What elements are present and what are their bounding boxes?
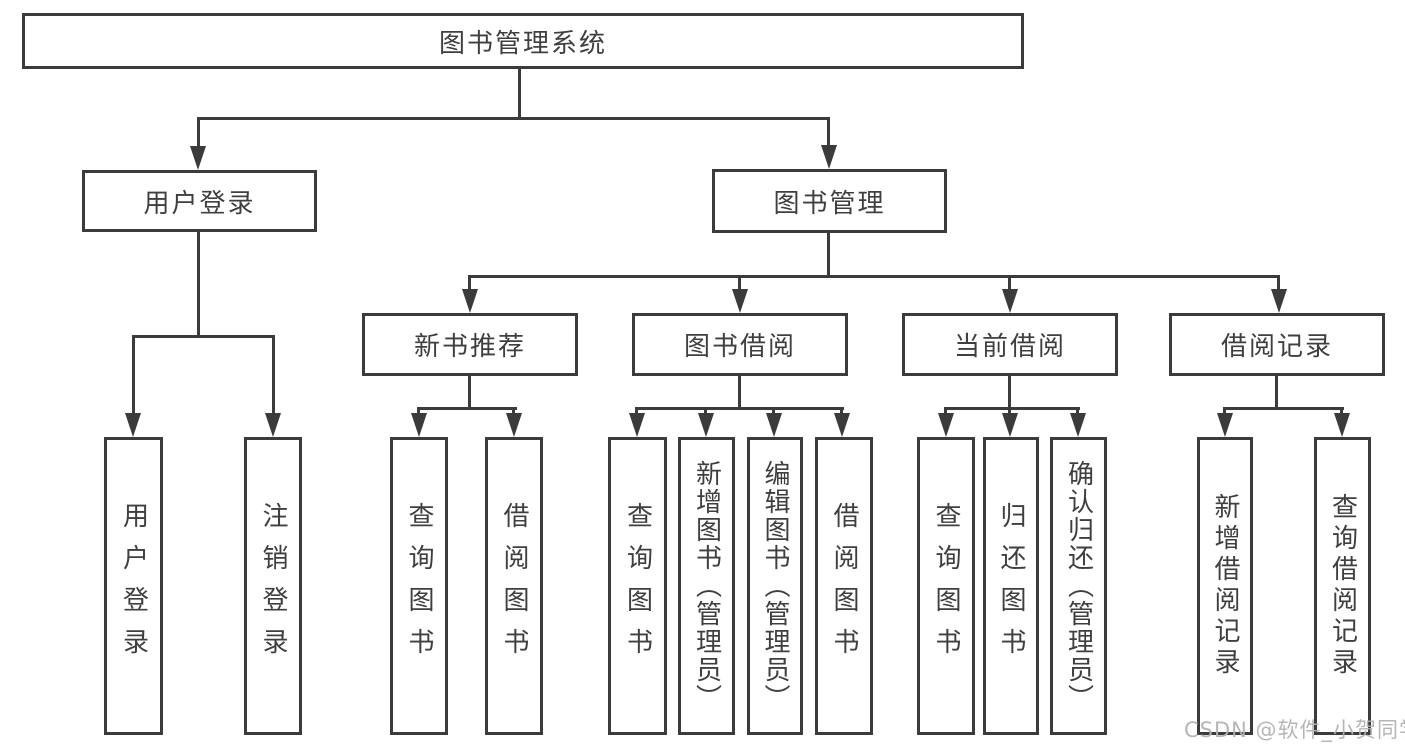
leaf-borrow-books-1: 借阅图书	[485, 437, 543, 735]
leaf-label: 注销登录	[258, 502, 288, 670]
connector-line	[518, 69, 521, 119]
connector-line	[272, 335, 275, 416]
connector-line	[197, 232, 200, 337]
connector-line	[1008, 275, 1011, 295]
leaf-label: 用户登录	[118, 502, 149, 670]
arrow-down-icon	[698, 413, 714, 437]
leaf-label: 查询图书	[404, 502, 434, 670]
connector-line	[1277, 275, 1280, 295]
node-user-login: 用户登录	[82, 170, 317, 232]
arrow-down-icon	[1070, 413, 1086, 437]
node-label: 图书借阅	[683, 332, 796, 362]
connector-line	[827, 233, 830, 277]
arrow-down-icon	[462, 289, 478, 313]
arrow-down-icon	[506, 413, 522, 437]
arrow-down-icon	[1334, 413, 1350, 437]
connector-line	[840, 407, 843, 416]
leaf-label: 查询图书	[931, 502, 961, 670]
leaf-user-login: 用户登录	[104, 437, 163, 735]
arrow-down-icon	[834, 413, 850, 437]
leaf-edit-books-admin: 编辑图书（管理员）	[747, 437, 803, 735]
leaf-label: 确认归还（管理员）	[1063, 460, 1094, 712]
connector-line	[944, 407, 1080, 410]
connector-line	[1340, 407, 1343, 416]
leaf-add-borrow-record: 新增借阅记录	[1197, 437, 1253, 735]
connector-line	[738, 275, 741, 295]
leaf-query-books-3: 查询图书	[917, 437, 975, 735]
connector-line	[132, 335, 135, 416]
leaf-return-books: 归还图书	[983, 437, 1039, 735]
arrow-down-icon	[1271, 289, 1287, 313]
arrow-down-icon	[411, 413, 427, 437]
arrow-down-icon	[1002, 289, 1018, 313]
arrow-down-icon	[1217, 413, 1233, 437]
connector-line	[1275, 376, 1278, 409]
connector-line	[635, 407, 638, 416]
connector-line	[827, 117, 830, 149]
connector-line	[944, 407, 947, 416]
leaf-query-borrow-record: 查询借阅记录	[1314, 437, 1371, 735]
arrow-down-icon	[629, 413, 645, 437]
node-label: 用户登录	[143, 188, 256, 219]
leaf-label: 查询借阅记录	[1327, 493, 1358, 679]
leaf-label: 编辑图书（管理员）	[760, 460, 790, 712]
node-book-management: 图书管理	[712, 169, 947, 233]
connector-line	[772, 407, 775, 416]
connector-line	[197, 117, 200, 150]
connector-line	[417, 407, 517, 410]
leaf-logout: 注销登录	[244, 437, 302, 735]
arrow-down-icon	[265, 413, 281, 437]
node-borrow-records: 借阅记录	[1169, 313, 1385, 376]
node-label: 借阅记录	[1220, 332, 1333, 362]
arrow-down-icon	[732, 289, 748, 313]
connector-line	[704, 407, 707, 416]
connector-line	[1008, 407, 1011, 416]
connector-line	[1223, 407, 1344, 410]
connector-line	[512, 407, 515, 416]
connector-line	[1008, 376, 1011, 409]
node-current-borrow: 当前借阅	[902, 313, 1118, 376]
node-label: 图书管理	[773, 188, 886, 219]
node-label: 当前借阅	[953, 332, 1066, 362]
node-new-book-recommend: 新书推荐	[362, 313, 578, 376]
arrow-down-icon	[938, 413, 954, 437]
connector-line	[1223, 407, 1226, 416]
connector-line	[635, 407, 844, 410]
arrow-down-icon	[125, 413, 141, 437]
node-library-management-system: 图书管理系统	[22, 13, 1024, 69]
connector-line	[1076, 407, 1079, 416]
node-label: 新书推荐	[413, 332, 526, 362]
leaf-label: 借阅图书	[499, 502, 529, 670]
node-label: 图书管理系统	[438, 28, 607, 59]
connector-line	[132, 335, 275, 338]
connector-line	[417, 407, 420, 416]
leaf-label: 借阅图书	[829, 502, 859, 670]
csdn-watermark: CSDN @软件_小贺同学	[1184, 718, 1405, 742]
arrow-down-icon	[766, 413, 782, 437]
leaf-add-books-admin: 新增图书（管理员）	[678, 437, 735, 735]
leaf-query-books-2: 查询图书	[608, 437, 667, 735]
leaf-confirm-return-admin: 确认归还（管理员）	[1050, 437, 1107, 735]
leaf-label: 归还图书	[996, 502, 1026, 670]
leaf-label: 新增借阅记录	[1210, 493, 1240, 679]
leaf-query-books-1: 查询图书	[390, 437, 448, 735]
connector-line	[468, 376, 471, 409]
leaf-label: 新增图书（管理员）	[691, 460, 722, 712]
arrow-down-icon	[1002, 413, 1018, 437]
leaf-label: 查询图书	[622, 502, 653, 670]
arrow-down-icon	[190, 146, 206, 170]
arrow-down-icon	[821, 145, 837, 169]
connector-line	[738, 376, 741, 409]
connector-line	[468, 275, 471, 295]
connector-line	[197, 117, 830, 120]
connector-line	[468, 275, 1280, 278]
node-book-borrow: 图书借阅	[632, 313, 848, 376]
leaf-borrow-books-2: 借阅图书	[815, 437, 873, 735]
